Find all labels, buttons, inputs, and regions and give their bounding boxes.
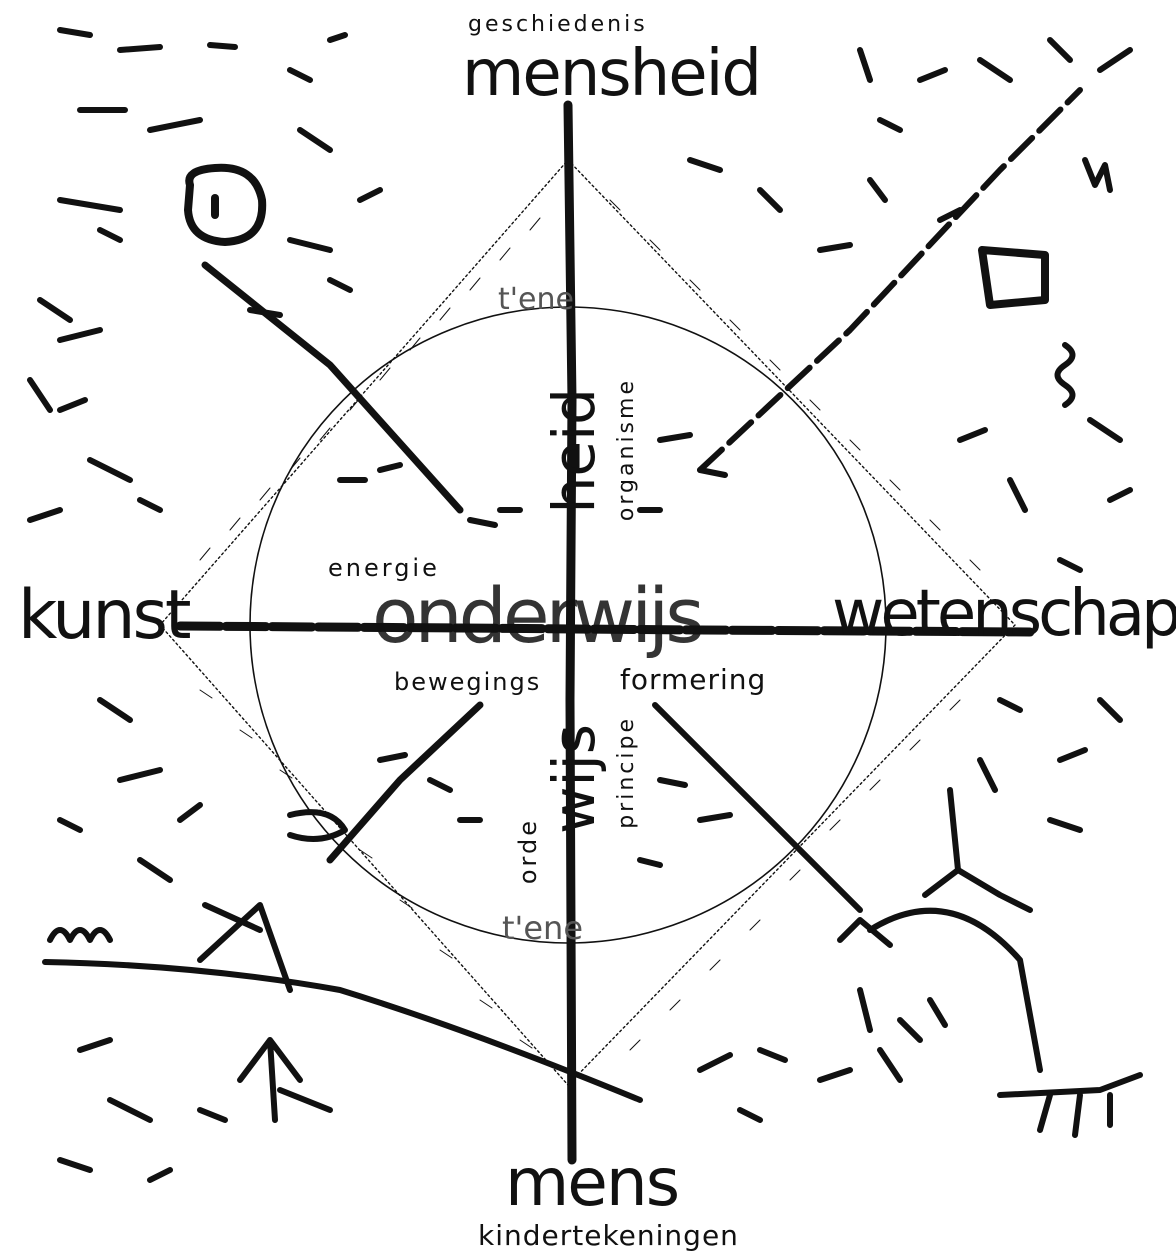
label-mensheid: mensheid <box>462 42 760 106</box>
sun-circle-icon <box>188 168 262 242</box>
label-wetenschap: wetenschap <box>832 582 1176 646</box>
label-mens: mens <box>505 1150 678 1216</box>
label-onderwijs: onderwijs <box>372 578 701 654</box>
label-principe: principe <box>616 716 638 829</box>
label-organisme: organisme <box>616 378 638 521</box>
label-geschiedenis: geschiedenis <box>468 14 648 36</box>
label-wijs: wijs <box>545 724 603 834</box>
square-frame-icon <box>982 250 1045 305</box>
label-tene-upper: t'ene <box>498 285 574 315</box>
landscape-lines <box>45 790 1140 1135</box>
diagonal-bottom-left <box>330 705 480 860</box>
label-bewegings: bewegings <box>394 670 541 694</box>
label-orde: orde <box>516 818 540 884</box>
diagonal-top-left <box>205 265 460 510</box>
label-tene-lower: t'ene <box>502 912 583 944</box>
label-kindertekeningen: kindertekeningen <box>478 1222 739 1250</box>
label-kunst: kunst <box>18 582 189 650</box>
label-formering: formering <box>620 666 766 694</box>
label-heid: heid <box>545 388 603 513</box>
label-energie: energie <box>328 556 440 580</box>
diagonal-top-right <box>700 90 1080 470</box>
